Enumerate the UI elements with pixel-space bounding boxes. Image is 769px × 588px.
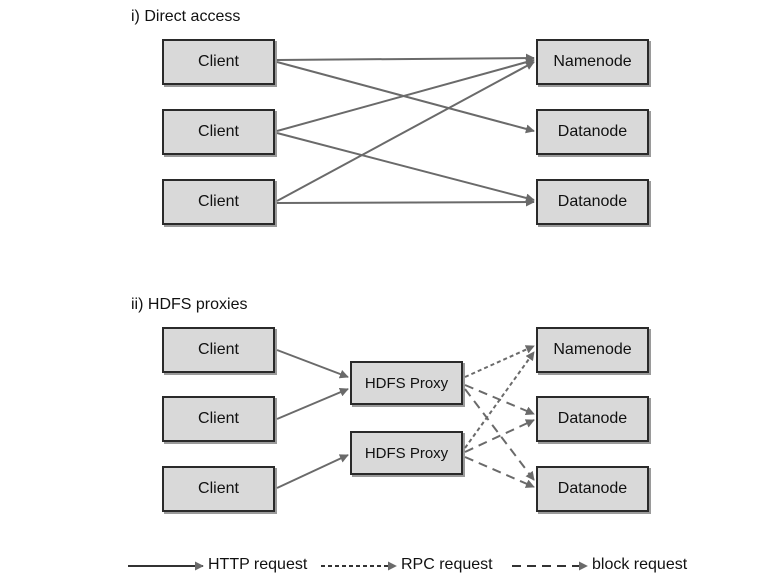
proxy-edge-proxy2-datanode1-block — [464, 419, 535, 453]
proxy-client-3: Client — [162, 466, 275, 512]
direct-datanode-2: Datanode — [536, 179, 649, 225]
direct-edge-client3-datanode2 — [276, 197, 535, 207]
proxy-client-1-label: Client — [198, 341, 239, 358]
proxy-client-2-label: Client — [198, 410, 239, 427]
proxy-edge-client3-proxy2 — [276, 454, 349, 489]
hdfs-proxy-2-label: HDFS Proxy — [364, 444, 449, 462]
proxy-namenode-label: Namenode — [553, 341, 632, 358]
legend-http-label: HTTP request — [208, 556, 308, 573]
legend-block-label: block request — [592, 556, 688, 573]
direct-edge-client1-namenode — [276, 53, 535, 63]
proxy-client-1: Client — [162, 327, 275, 373]
direct-edge-client2-namenode — [276, 57, 535, 132]
direct-edge-client3-namenode — [276, 61, 535, 202]
proxy-client-2: Client — [162, 396, 275, 442]
proxy-datanode-2: Datanode — [536, 466, 649, 512]
proxy-edge-proxy1-datanode2-block — [464, 388, 535, 481]
direct-datanode-2-label: Datanode — [557, 193, 628, 210]
hdfs-proxy-1: HDFS Proxy — [350, 361, 463, 405]
legend-rpc-label: RPC request — [401, 556, 493, 573]
direct-client-1-label: Client — [198, 53, 239, 70]
proxy-client-3-label: Client — [198, 480, 239, 497]
section-title-direct-access: i) Direct access — [131, 8, 241, 25]
direct-namenode-label: Namenode — [553, 53, 632, 70]
direct-edge-client2-datanode2 — [276, 132, 535, 203]
direct-datanode-1-label: Datanode — [557, 123, 628, 140]
proxy-edge-proxy2-datanode2-block — [464, 456, 535, 488]
direct-client-2: Client — [162, 109, 275, 155]
proxy-edge-client1-proxy1 — [276, 349, 349, 379]
proxy-datanode-1: Datanode — [536, 396, 649, 442]
proxy-namenode: Namenode — [536, 327, 649, 373]
proxy-edge-client2-proxy1 — [276, 388, 349, 420]
proxy-datanode-1-label: Datanode — [557, 410, 628, 427]
proxy-edge-proxy1-datanode1-block — [464, 384, 535, 416]
proxy-datanode-2-label: Datanode — [557, 480, 628, 497]
direct-client-2-label: Client — [198, 123, 239, 140]
proxy-edge-proxy2-namenode-rpc — [464, 351, 535, 449]
direct-client-3: Client — [162, 179, 275, 225]
direct-datanode-1: Datanode — [536, 109, 649, 155]
hdfs-proxy-2: HDFS Proxy — [350, 431, 463, 475]
hdfs-proxy-1-label: HDFS Proxy — [364, 374, 449, 392]
direct-client-1: Client — [162, 39, 275, 85]
section-title-hdfs-proxies: ii) HDFS proxies — [131, 296, 248, 313]
direct-edge-client1-datanode1 — [276, 61, 535, 134]
proxy-edge-proxy1-namenode-rpc — [464, 345, 535, 378]
direct-namenode: Namenode — [536, 39, 649, 85]
direct-client-3-label: Client — [198, 193, 239, 210]
